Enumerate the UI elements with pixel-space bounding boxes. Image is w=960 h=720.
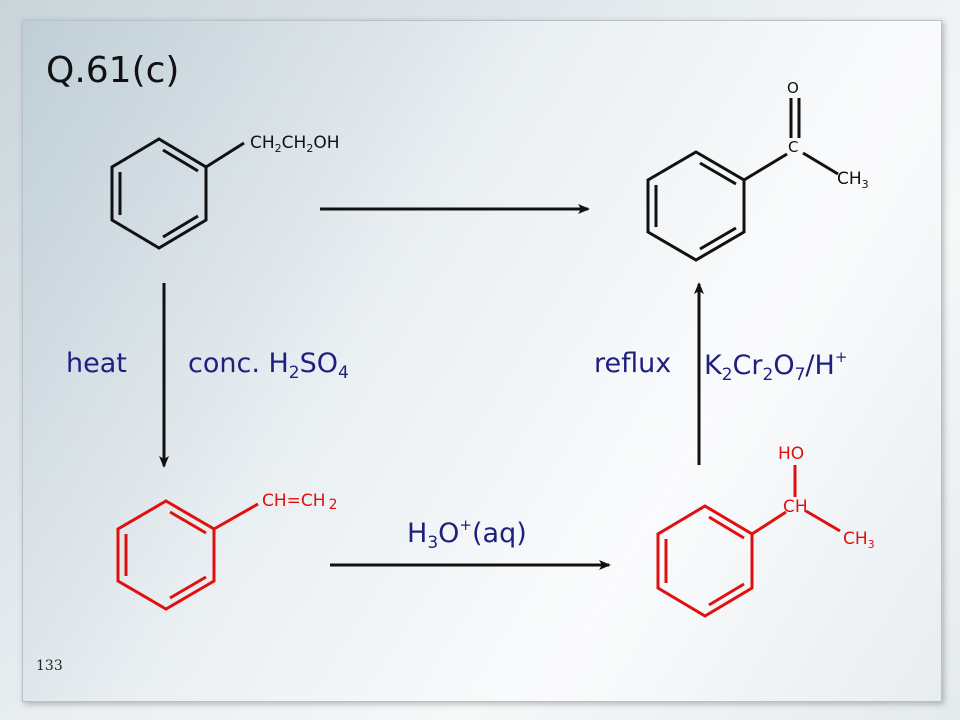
benzene-ring-bottom-right	[656, 465, 841, 618]
reagent-h3o-aq: H3O+(aq)	[407, 516, 527, 553]
benzene-ring-top-right	[646, 98, 839, 262]
formula-ch3-ketone: CH3	[837, 169, 869, 191]
reagent-heat: heat	[66, 348, 127, 379]
benzene-ring-top-left	[110, 137, 245, 250]
slide-number: 133	[36, 658, 63, 674]
reagent-conc-h2so4: conc. H2SO4	[188, 348, 349, 383]
atom-c-ketone: C	[788, 138, 799, 156]
slide-frame	[22, 20, 942, 702]
formula-ch3-alcohol: CH3	[843, 529, 875, 551]
benzene-ring-bottom-left	[116, 499, 259, 611]
formula-ho: HO	[778, 444, 805, 464]
reagent-reflux: reflux	[594, 348, 672, 379]
atom-o-ketone: O	[787, 79, 799, 97]
page-title: Q.61(c)	[46, 50, 180, 91]
formula-ch: CH	[783, 497, 808, 517]
reagent-k2cr2o7: K2Cr2O7/H+	[704, 348, 848, 385]
formula-ch2ch2oh: CH2CH2OH	[250, 133, 340, 155]
